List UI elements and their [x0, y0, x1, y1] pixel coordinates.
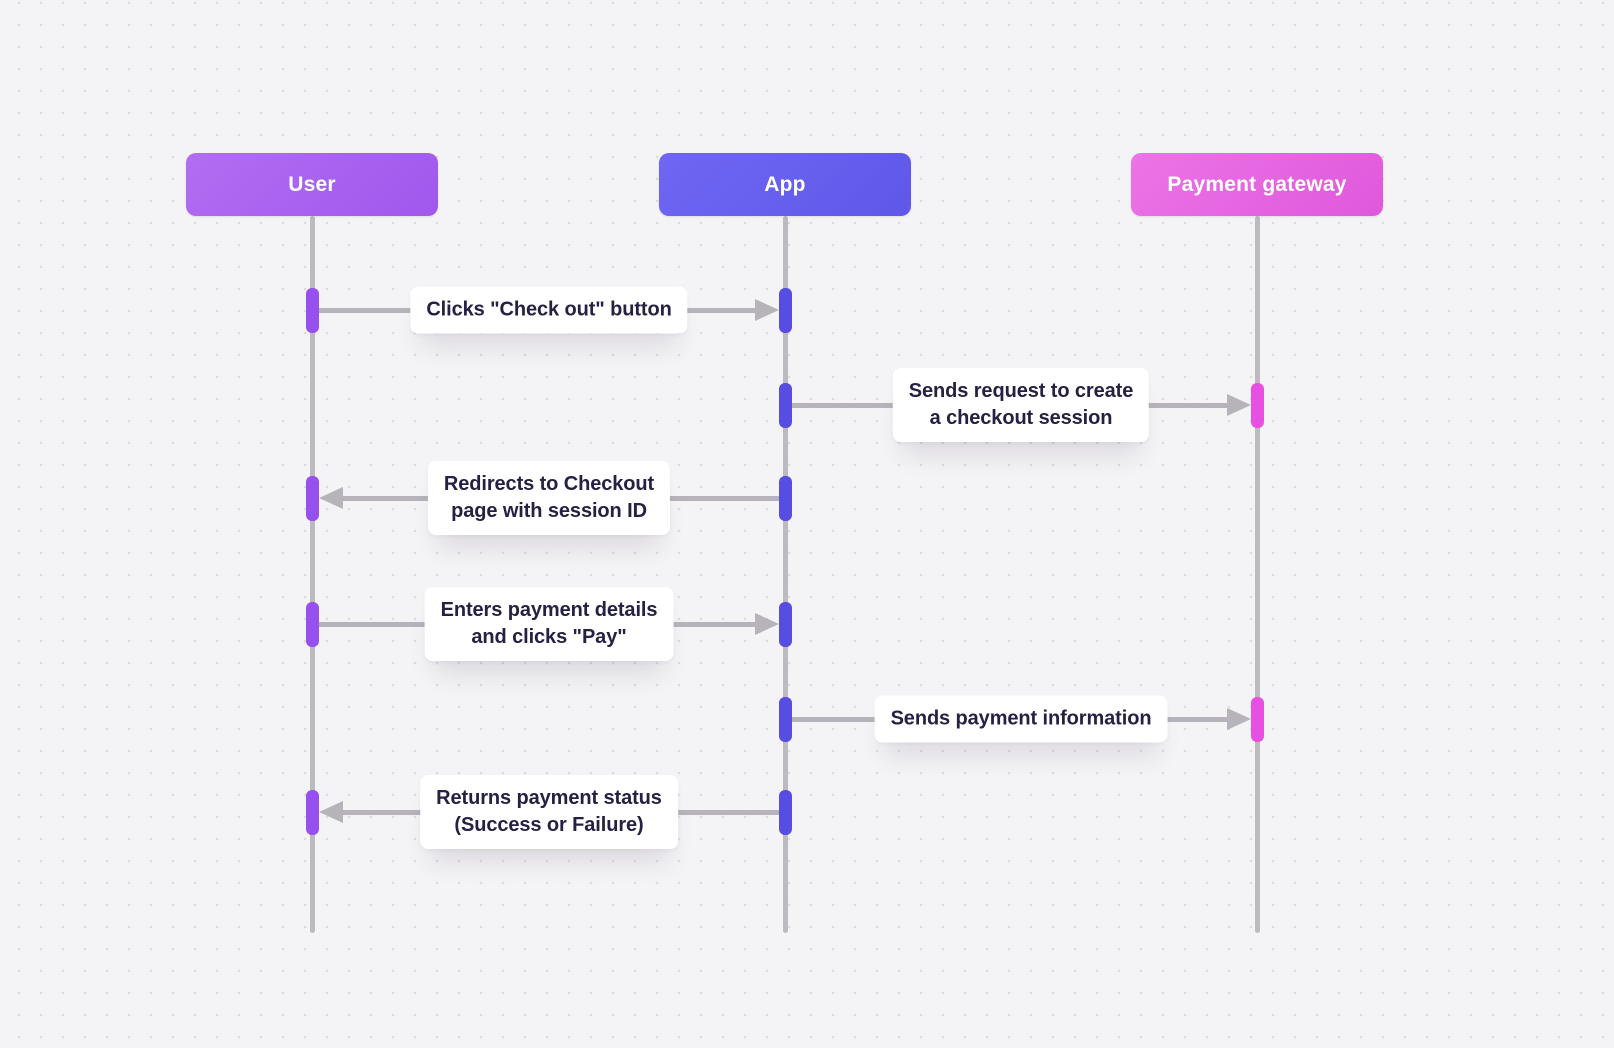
lifeline-app — [782, 216, 788, 933]
message-label-create-checkout-session: Sends request to create a checkout sessio… — [892, 368, 1150, 442]
arrowhead-icon-returns-payment-status — [318, 801, 343, 823]
actor-box-app: App — [659, 153, 911, 216]
arrowhead-icon-redirect-checkout-page — [318, 487, 343, 509]
activation-bar-user — [305, 789, 319, 835]
message-label-line: Sends payment information — [890, 707, 1152, 730]
activation-bar-app — [778, 789, 792, 835]
actor-label-gateway: Payment gateway — [1167, 172, 1347, 196]
activation-bar-gateway — [1250, 382, 1264, 428]
arrowhead-icon-enters-payment-details — [754, 613, 779, 635]
activation-bar-app — [778, 382, 792, 428]
arrowhead-icon-sends-payment-info — [1226, 708, 1251, 730]
actor-label-app: App — [764, 172, 806, 196]
message-label-sends-payment-info: Sends payment information — [874, 695, 1168, 743]
activation-bar-app — [778, 696, 792, 742]
activation-bar-user — [305, 601, 319, 647]
activation-bar-gateway — [1250, 696, 1264, 742]
message-label-line: page with session ID — [451, 500, 647, 522]
message-label-redirect-checkout-page: Redirects to Checkout page with session I… — [427, 461, 671, 535]
actor-box-user: User — [186, 153, 438, 216]
message-label-line: a checkout session — [929, 407, 1113, 429]
activation-bar-app — [778, 475, 792, 521]
activation-bar-user — [305, 287, 319, 333]
activation-bar-app — [778, 287, 792, 333]
message-label-enters-payment-details: Enters payment details and clicks "Pay" — [424, 587, 674, 661]
activation-bar-user — [305, 475, 319, 521]
lifeline-gateway — [1254, 216, 1260, 933]
message-label-line: and clicks "Pay" — [471, 626, 627, 648]
lifeline-user — [309, 216, 315, 933]
arrowhead-icon-create-checkout-session — [1226, 394, 1251, 416]
actor-label-user: User — [288, 172, 336, 196]
message-label-line: Sends request to create — [908, 380, 1134, 402]
message-label-line: Enters payment details — [440, 599, 658, 621]
activation-bar-app — [778, 601, 792, 647]
message-label-line: Clicks "Check out" button — [426, 298, 672, 321]
message-label-clicks-checkout: Clicks "Check out" button — [410, 286, 688, 334]
message-label-line: Returns payment status — [436, 787, 662, 809]
message-label-line: Redirects to Checkout — [443, 473, 655, 495]
message-label-line: (Success or Failure) — [454, 814, 644, 836]
actor-box-gateway: Payment gateway — [1131, 153, 1383, 216]
arrowhead-icon-clicks-checkout — [754, 299, 779, 321]
message-label-returns-payment-status: Returns payment status (Success or Failur… — [420, 775, 678, 849]
